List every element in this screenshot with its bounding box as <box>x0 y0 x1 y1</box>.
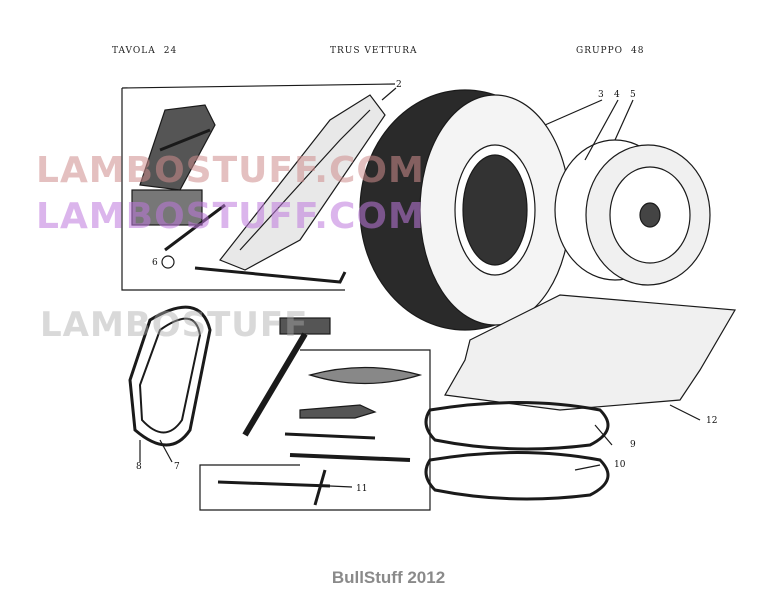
tyre-drawing <box>359 89 571 331</box>
callout-8: 8 <box>136 462 142 472</box>
watermark-line-2: LAMBOSTUFF.COM <box>36 196 425 237</box>
hammer-drawing <box>242 317 331 437</box>
callout-7: 7 <box>174 462 180 472</box>
group-label: GRUPPO 48 <box>576 46 645 56</box>
plate-title: TRUS VETTURA <box>330 46 418 56</box>
callout-11: 11 <box>356 484 368 494</box>
spanner-set-drawing <box>307 366 423 385</box>
plate-label: TAVOLA 24 <box>112 46 177 56</box>
group-number: 48 <box>631 46 645 56</box>
callout-10: 10 <box>614 460 626 470</box>
belt-set-right-drawing <box>424 401 610 501</box>
plate-number: 24 <box>163 46 178 56</box>
wheel-rim-drawing <box>554 139 711 286</box>
callout-6: 6 <box>152 258 158 268</box>
callout-2: 2 <box>396 80 402 90</box>
jack-drawing <box>131 104 226 269</box>
belt-set-left-drawing <box>128 305 212 447</box>
plate-label-text: TAVOLA <box>112 46 156 56</box>
watermark-line-1: LAMBOSTUFF.COM <box>36 150 425 191</box>
pliers-drawing <box>299 404 377 419</box>
group-label-text: GRUPPO <box>576 46 624 56</box>
screwdriver-large-drawing <box>289 453 411 462</box>
watermark-line-3: LAMBOSTUFF <box>40 305 309 345</box>
cover-cloth-drawing <box>444 294 736 411</box>
callout-3: 3 <box>598 90 604 100</box>
callout-9: 9 <box>630 440 636 450</box>
tee-wrench-drawing <box>217 469 331 506</box>
callout-12: 12 <box>706 416 718 426</box>
callout-5: 5 <box>630 90 636 100</box>
kit-frame <box>121 88 345 291</box>
screwdriver-small-drawing <box>284 432 376 440</box>
tool-roll-frame <box>199 349 431 511</box>
wheel-wrench-drawing <box>194 266 347 284</box>
callout-4: 4 <box>614 90 620 100</box>
footer-credit: BullStuff 2012 <box>331 568 446 587</box>
